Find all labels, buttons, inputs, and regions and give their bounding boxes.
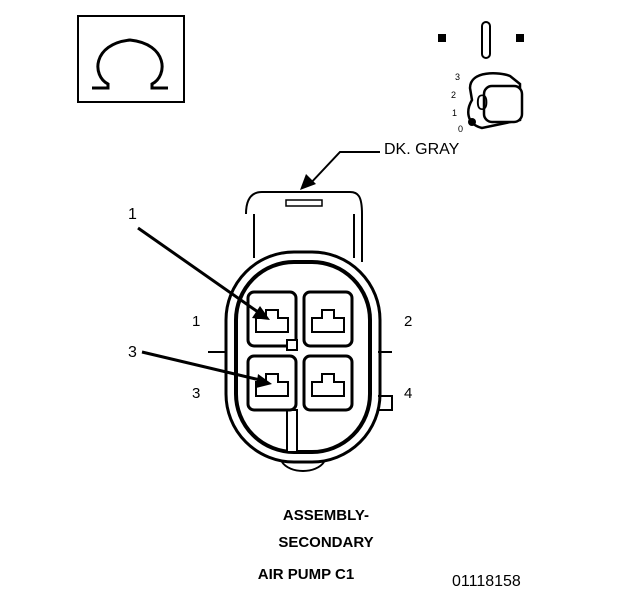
callout-1: 1: [128, 206, 137, 223]
callout-3: 3: [128, 344, 137, 361]
connector-body: [208, 191, 393, 472]
cavity-1: [246, 290, 298, 348]
pin-label-3: 3: [192, 385, 201, 402]
cavity-2: [302, 290, 354, 348]
key-label: 0: [476, 90, 489, 115]
ohmmeter-icon: [77, 15, 185, 103]
callout-leader-3: [141, 350, 272, 388]
pin-label-4: 4: [404, 385, 413, 402]
keyway: [286, 339, 298, 351]
pin-label-2: 2: [404, 313, 413, 330]
ignition-switch-icon: [438, 21, 524, 130]
callout-leader-1: [137, 226, 270, 320]
switch-pos-1: 1: [452, 108, 458, 118]
title-line-2: SECONDARY: [278, 534, 374, 551]
title-line-1: ASSEMBLY-: [282, 507, 370, 524]
wire-color-label: DK. GRAY: [384, 141, 460, 158]
title-line-3: AIR PUMP C1: [257, 566, 355, 583]
figure-number: 01118158: [452, 573, 521, 590]
pin-label-1: 1: [192, 313, 201, 330]
wire-pointer: [300, 151, 380, 190]
switch-pos-2: 2: [451, 90, 457, 100]
switch-pos-0: 0: [458, 124, 464, 134]
cavity-3: [246, 354, 298, 412]
switch-pos-3: 3: [455, 72, 461, 82]
cavity-4: [302, 354, 354, 412]
